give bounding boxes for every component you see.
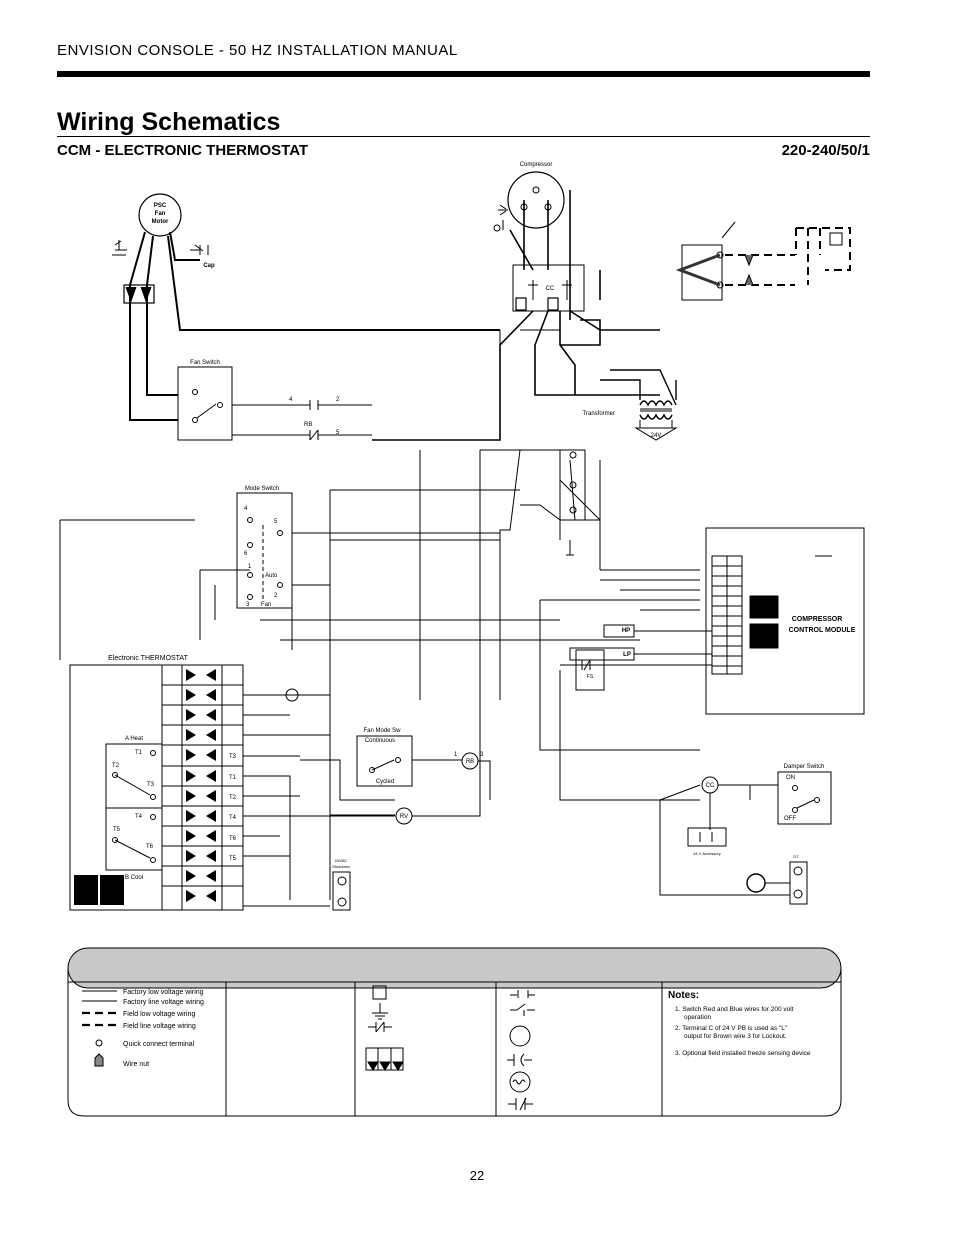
shutdown-terminal: 24VAC Shutdown xyxy=(332,858,351,911)
svg-text:T3: T3 xyxy=(229,754,237,760)
svg-text:4: 4 xyxy=(289,397,293,403)
fan-mode-switch: Fan Mode Sw Continuous Cycled xyxy=(356,728,413,787)
svg-text:T2: T2 xyxy=(229,795,237,801)
svg-text:Factory low voltage wiring: Factory low voltage wiring xyxy=(123,989,204,996)
compressor-label: Compressor xyxy=(520,162,553,168)
svg-text:6: 6 xyxy=(244,551,248,557)
svg-text:COMPRESSOR: COMPRESSOR xyxy=(792,616,843,623)
manual-header: ENVISION CONSOLE - 50 HZ INSTALLATION MA… xyxy=(57,42,458,59)
svg-text:1: 1 xyxy=(454,752,458,758)
svg-text:Shutdown: Shutdown xyxy=(332,864,350,869)
svg-text:Motor: Motor xyxy=(152,219,169,225)
svg-text:T1: T1 xyxy=(135,750,143,756)
svg-text:Factory line voltage wiring: Factory line voltage wiring xyxy=(123,999,204,1006)
heater-element xyxy=(675,221,851,301)
svg-text:LP: LP xyxy=(623,652,631,658)
svg-text:Cycled: Cycled xyxy=(376,779,394,785)
page-number: 22 xyxy=(469,1168,485,1183)
header-bar xyxy=(57,71,870,77)
psc-fan-motor: PSC Fan Motor Cap xyxy=(112,193,215,269)
svg-text:CONTROL MODULE: CONTROL MODULE xyxy=(789,627,856,634)
svg-text:A Heat: A Heat xyxy=(125,736,143,742)
svg-text:3: 3 xyxy=(480,752,484,758)
svg-text:T1: T1 xyxy=(229,775,237,781)
svg-text:3. Optional field installed fr: 3. Optional field installed freeze sensi… xyxy=(675,1050,811,1057)
cap-label: Cap xyxy=(203,263,215,269)
svg-text:CC: CC xyxy=(546,286,555,292)
svg-text:CC: CC xyxy=(706,783,715,789)
schematic-subtitle: CCM - ELECTRONIC THERMOSTAT xyxy=(57,142,309,159)
svg-text:T5: T5 xyxy=(113,827,121,833)
svg-text:HP: HP xyxy=(622,628,630,634)
svg-text:operation: operation xyxy=(684,1014,711,1021)
svg-text:T4: T4 xyxy=(229,815,237,821)
compressor: Compressor xyxy=(493,162,565,232)
svg-text:T6: T6 xyxy=(229,836,237,842)
svg-text:Fan Mode Sw: Fan Mode Sw xyxy=(363,728,401,734)
svg-text:Field low voltage wiring: Field low voltage wiring xyxy=(123,1011,195,1018)
svg-text:RV: RV xyxy=(400,814,408,820)
pressure-switches: HP LP FS xyxy=(559,624,712,801)
svg-text:Fan: Fan xyxy=(155,211,166,217)
rv-coil: RV xyxy=(395,800,481,825)
svg-text:24VAC: 24VAC xyxy=(335,858,347,863)
svg-text:2: 2 xyxy=(274,593,278,599)
svg-text:3: 3 xyxy=(246,602,250,608)
legend: Factory low voltage wiring Factory line … xyxy=(67,947,842,1117)
svg-text:T5: T5 xyxy=(229,856,237,862)
rb-contacts: 4 2 RB 5 xyxy=(232,397,372,441)
svg-text:Notes:: Notes: xyxy=(668,990,699,1001)
svg-text:2. Terminal C of 24 V PB is us: 2. Terminal C of 24 V PB is used as "L" xyxy=(675,1025,788,1032)
svg-text:4: 4 xyxy=(244,506,248,512)
svg-text:5: 5 xyxy=(274,519,278,525)
svg-text:T3: T3 xyxy=(147,782,155,788)
svg-text:RB: RB xyxy=(466,759,474,765)
damper-switch: Damper Switch ON OFF xyxy=(749,764,832,825)
svg-text:RB: RB xyxy=(304,422,312,428)
cc-contactor: CC xyxy=(509,190,601,320)
svg-text:24 V Accessory: 24 V Accessory xyxy=(693,851,721,856)
mode-switch: Mode Switch 4 5 6 1 Auto 2 3 Fan xyxy=(236,486,293,609)
svg-text:2: 2 xyxy=(336,397,340,403)
svg-text:FS: FS xyxy=(587,674,594,680)
svg-text:Electronic THERMOSTAT: Electronic THERMOSTAT xyxy=(108,655,188,662)
svg-text:Wire nut: Wire nut xyxy=(123,1061,149,1068)
voltage-rating: 220-240/50/1 xyxy=(781,142,870,159)
svg-text:Mode Switch: Mode Switch xyxy=(245,486,279,492)
page-title: Wiring Schematics xyxy=(57,108,281,136)
compressor-control-module: COMPRESSOR CONTROL MODULE xyxy=(705,527,865,715)
svg-text:output for Brown wire 3 for Lo: output for Brown wire 3 for Lockout. xyxy=(684,1033,787,1040)
svg-text:ON: ON xyxy=(786,775,795,781)
svg-text:Fan: Fan xyxy=(261,602,271,608)
cc-coil: CC xyxy=(659,776,750,830)
svg-text:T4: T4 xyxy=(135,814,143,820)
rb-coil: RB 1 3 xyxy=(330,752,491,816)
svg-text:Auto: Auto xyxy=(265,573,278,579)
svg-text:Field line voltage wiring: Field line voltage wiring xyxy=(123,1023,196,1030)
accessory-terminal: 24 V Accessory xyxy=(687,827,727,856)
svg-text:Transformer: Transformer xyxy=(583,411,615,417)
svg-text:1: 1 xyxy=(248,564,252,570)
svg-text:Fan Switch: Fan Switch xyxy=(190,360,220,366)
svg-text:T2: T2 xyxy=(112,763,120,769)
transformer: Transformer 24V xyxy=(583,369,678,441)
svg-text:T6: T6 xyxy=(146,844,154,850)
svg-text:OFF: OFF xyxy=(784,816,796,822)
svg-text:Damper Switch: Damper Switch xyxy=(784,764,825,770)
fan-switch: Fan Switch xyxy=(177,360,233,441)
svg-text:Continuous: Continuous xyxy=(365,738,395,744)
svg-text:24V: 24V xyxy=(651,433,662,439)
svg-text:DT: DT xyxy=(793,854,799,859)
svg-text:Quick connect terminal: Quick connect terminal xyxy=(123,1041,195,1048)
svg-text:B Cool: B Cool xyxy=(125,875,143,881)
svg-text:PSC: PSC xyxy=(154,203,167,209)
svg-text:5: 5 xyxy=(336,430,340,436)
electronic-thermostat: Electronic THERMOSTAT T3 T1 T2 T4 T6 T5 … xyxy=(69,655,244,911)
dt-sensor: DT xyxy=(659,800,808,905)
title-rule xyxy=(57,136,870,137)
svg-text:1. Switch Red and Blue wires f: 1. Switch Red and Blue wires for 200 vol… xyxy=(675,1006,794,1013)
